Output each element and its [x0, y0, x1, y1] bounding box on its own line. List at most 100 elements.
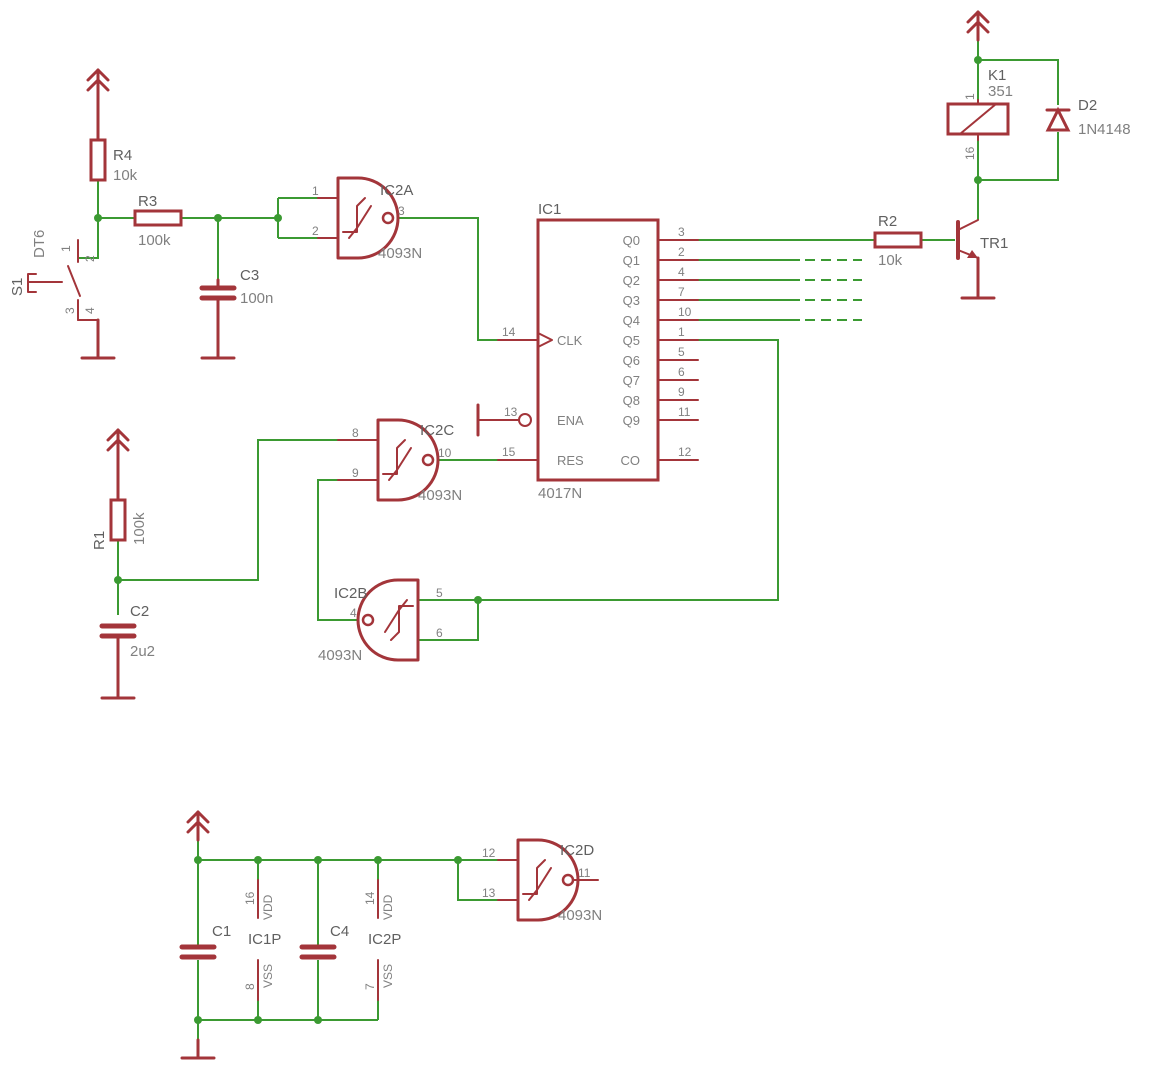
c2-name: C2	[130, 603, 149, 620]
k1-name: K1	[988, 67, 1006, 84]
ic1-pin-number-4: 4	[678, 265, 685, 279]
ic1-pin-label-ena: ENA	[557, 413, 584, 428]
ic1-pin-label-q2: Q2	[623, 273, 640, 288]
r4-name: R4	[113, 147, 132, 164]
r1-value: 100k	[131, 512, 148, 545]
ic1-left-pins: CLK 14 ENA 13 RES 15	[502, 325, 584, 468]
resistor-r2: R2 10k	[873, 213, 923, 269]
resistor-r3: R3 100k	[133, 193, 183, 249]
ic2c-pin8: 8	[352, 426, 359, 440]
ic1-pin-number-14: 14	[502, 325, 516, 339]
supply-symbols	[80, 10, 996, 1060]
ic1-pin-label-q3: Q3	[623, 293, 640, 308]
ic1-pin-number-2: 2	[678, 245, 685, 259]
ic1-pin-number-12: 12	[678, 445, 692, 459]
ground-symbol	[100, 636, 136, 700]
ic2b-pin5: 5	[436, 586, 443, 600]
k1-pin16: 16	[963, 146, 977, 160]
capacitor-c3: C3 100n	[199, 267, 273, 307]
ic2b-pin6: 6	[436, 626, 443, 640]
counter-ic1: CLK 14 ENA 13 RES 15 Q03Q12Q24Q37Q410Q51…	[476, 201, 699, 502]
ground-symbol	[80, 318, 116, 360]
c2-value: 2u2	[130, 643, 155, 660]
ic2p-vss-pin: 7	[363, 983, 377, 990]
ic1-pin-label-res: RES	[557, 453, 584, 468]
ic1-pin-number-3: 3	[678, 225, 685, 239]
r2-value: 10k	[878, 252, 903, 269]
ic2a-pin3: 3	[398, 204, 405, 218]
relay-k1: 1 16 K1 351	[946, 67, 1013, 160]
c3-value: 100n	[240, 290, 273, 307]
wires	[78, 40, 1059, 1040]
ic2b-value: 4093N	[318, 647, 362, 664]
ic1-pin-number-10: 10	[678, 305, 692, 319]
capacitor-c2: C2 2u2	[99, 603, 155, 660]
ic1-pin-label-q6: Q6	[623, 353, 640, 368]
power-pins-ic2p: 14 VDD 7 VSS IC2P	[363, 879, 401, 1001]
r3-name: R3	[138, 193, 157, 210]
ic1-pin-number-6: 6	[678, 365, 685, 379]
vcc-symbol	[106, 428, 130, 462]
ic1-pin-number-7: 7	[678, 285, 685, 299]
ic2d-name: IC2D	[560, 842, 594, 859]
nand-gate-ic2b: 5 6 4 IC2B 4093N	[318, 578, 443, 664]
ic1-pin-number-5: 5	[678, 345, 685, 359]
power-pins-ic1p: 16 VDD 8 VSS IC1P	[243, 879, 281, 1001]
s1-pin4: 4	[83, 307, 97, 314]
s1-name: S1	[9, 278, 26, 296]
transistor-tr1: TR1	[956, 219, 1008, 260]
ground-symbol	[960, 256, 996, 300]
ic2a-pin2: 2	[312, 224, 319, 238]
switch-s1: 1 2 3 4 S1 DT6	[9, 230, 99, 321]
resistor-r4: R4 10k	[89, 98, 138, 184]
ic1p-vdd-pin: 16	[243, 891, 257, 905]
ground-symbol	[180, 1038, 216, 1060]
r4-value: 10k	[113, 167, 138, 184]
capacitor-c1: C1	[179, 923, 231, 960]
nand-gate-ic2c: 8 9 10 IC2C 4093N	[337, 418, 462, 504]
ic2c-pin10: 10	[438, 446, 452, 460]
nand-gate-ic2a: 1 2 3 IC2A 4093N	[312, 176, 422, 262]
r1-name: R1	[91, 531, 108, 550]
ic1-pin-number-11: 11	[678, 405, 691, 419]
ic2p-vdd-label: VDD	[381, 894, 395, 920]
ic2p-name: IC2P	[368, 931, 401, 948]
ic1-pin-number-13: 13	[504, 405, 518, 419]
tr1-name: TR1	[980, 235, 1008, 252]
ic2a-name: IC2A	[380, 182, 413, 199]
vcc-symbol	[186, 810, 210, 842]
ic2p-vss-label: VSS	[381, 964, 395, 988]
ic2c-value: 4093N	[418, 487, 462, 504]
ic1-pin-label-q8: Q8	[623, 393, 640, 408]
ic1-pin-label-q4: Q4	[623, 313, 640, 328]
vcc-symbol	[86, 68, 110, 102]
r2-name: R2	[878, 213, 897, 230]
s1-value: DT6	[31, 230, 48, 258]
resistor-r1: R1 100k	[91, 458, 148, 550]
ic1p-vdd-label: VDD	[261, 894, 275, 920]
ground-symbol	[200, 298, 236, 360]
ic1-pin-number-9: 9	[678, 385, 685, 399]
d2-name: D2	[1078, 97, 1097, 114]
ic1-pin-label-q7: Q7	[623, 373, 640, 388]
ic1p-vss-pin: 8	[243, 983, 257, 990]
c1-name: C1	[212, 923, 231, 940]
ic1-pin-number-1: 1	[678, 325, 685, 339]
ic2c-pin9: 9	[352, 466, 359, 480]
d2-value: 1N4148	[1078, 121, 1131, 138]
ic1-pin-label-q5: Q5	[623, 333, 640, 348]
ic2p-vdd-pin: 14	[363, 891, 377, 905]
k1-pin1: 1	[963, 93, 977, 100]
ic1-value: 4017N	[538, 485, 582, 502]
c3-name: C3	[240, 267, 259, 284]
vcc-symbol	[966, 10, 990, 42]
ic2a-pin1: 1	[312, 184, 319, 198]
ic2d-value: 4093N	[558, 907, 602, 924]
ic2b-name: IC2B	[334, 585, 367, 602]
ic1-pin-label-q0: Q0	[623, 233, 640, 248]
ic1-pin-number-15: 15	[502, 445, 516, 459]
k1-value: 351	[988, 83, 1013, 100]
ic2d-pin11: 11	[578, 866, 591, 880]
ic1p-name: IC1P	[248, 931, 281, 948]
s1-pin3: 3	[63, 307, 77, 314]
